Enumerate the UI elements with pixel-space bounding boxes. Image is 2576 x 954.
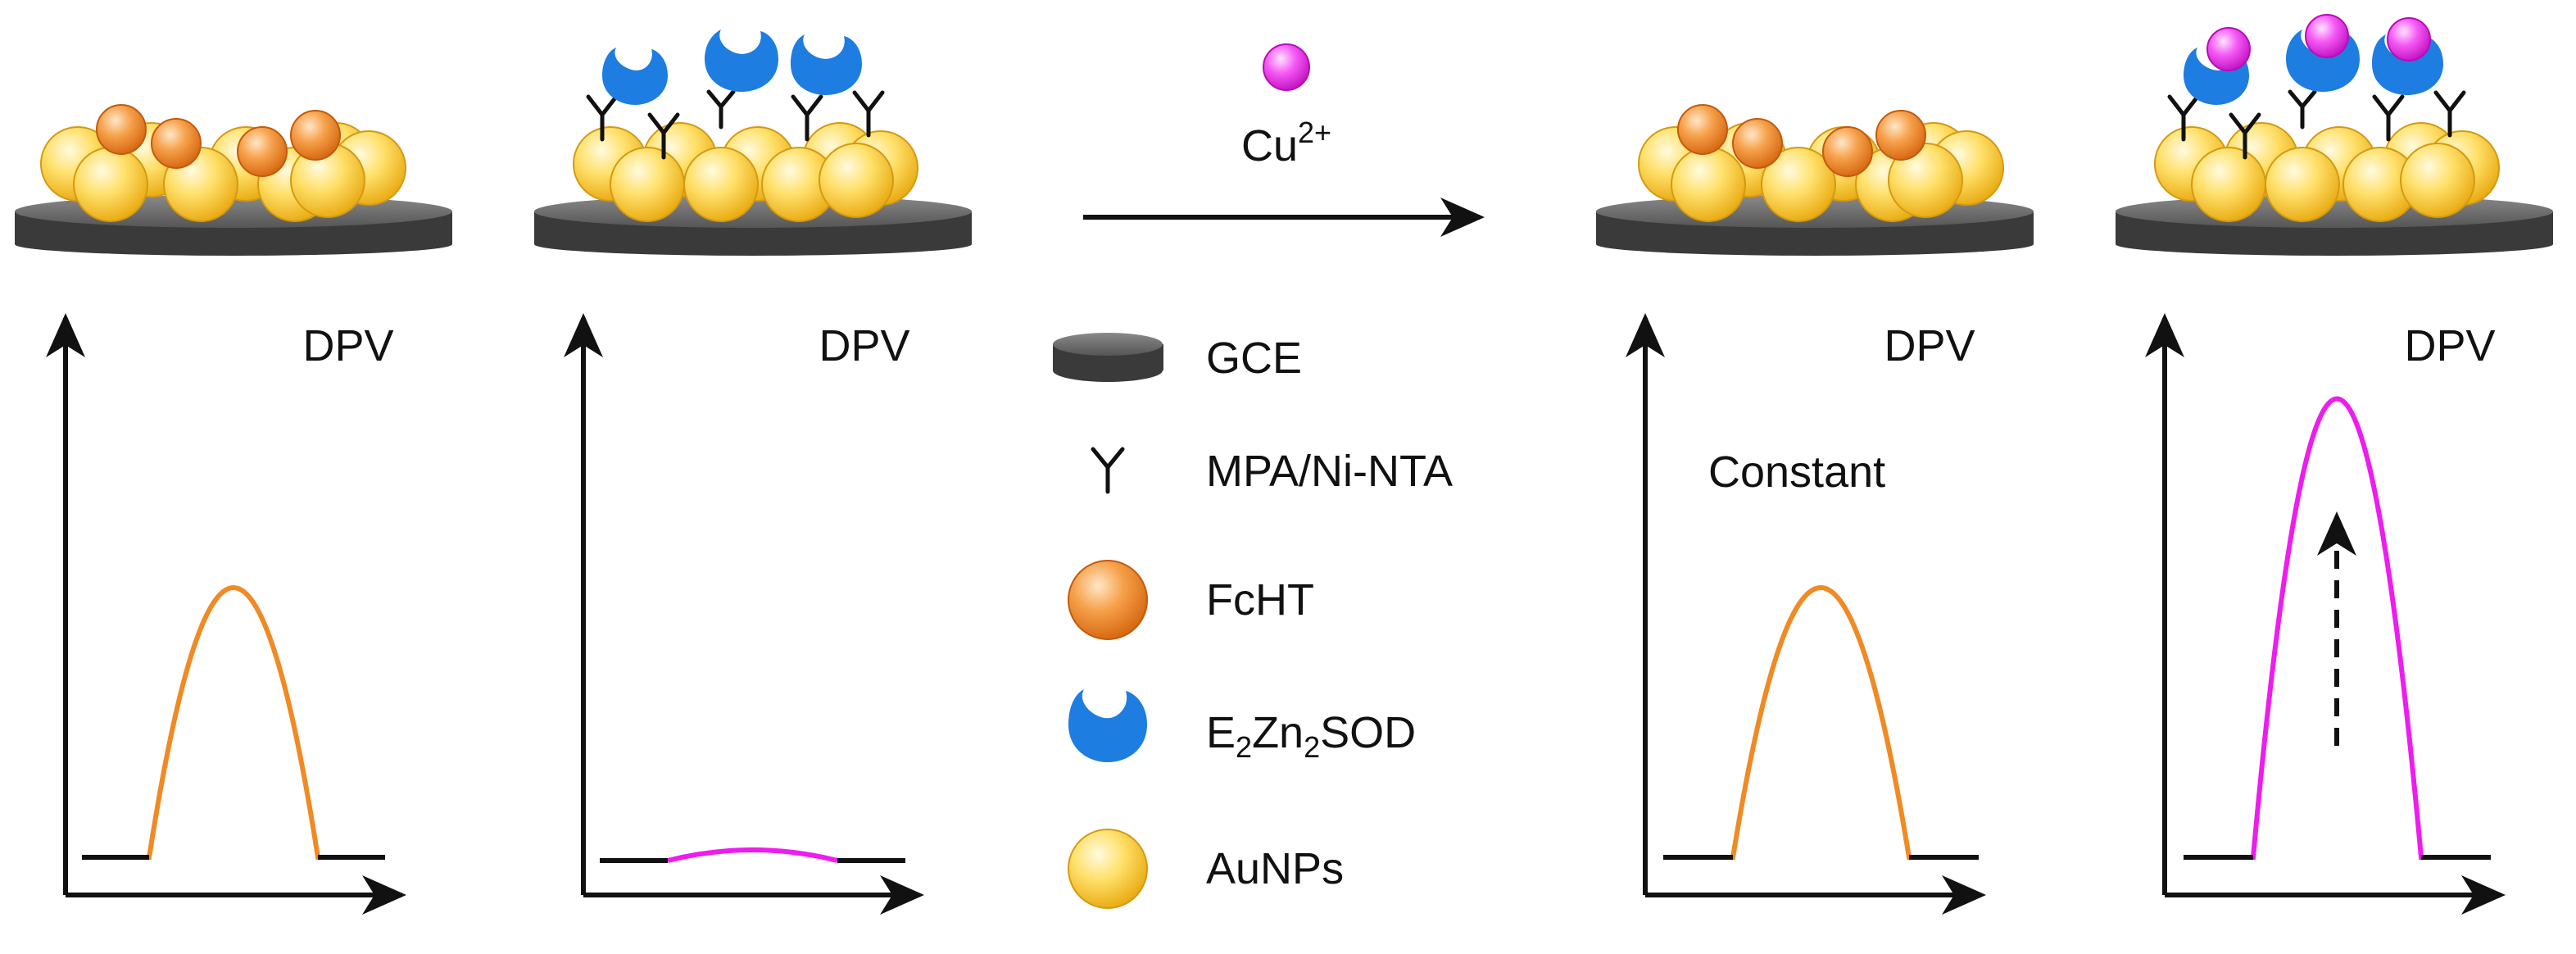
fcht-layer bbox=[1677, 104, 1926, 177]
cu-bound-layer bbox=[2206, 14, 2431, 71]
fcht-layer bbox=[96, 104, 341, 177]
cu-ion-icon bbox=[2305, 14, 2349, 58]
sod-enzyme-icon bbox=[705, 30, 778, 92]
dpv-label: DPV bbox=[302, 321, 393, 370]
electrode-fcht bbox=[15, 104, 452, 256]
sod-enzyme-icon bbox=[1068, 689, 1147, 762]
aunp-sphere-icon bbox=[1068, 829, 1148, 909]
legend-item-gce: GCE bbox=[1053, 333, 1302, 383]
constant-note: Constant bbox=[1708, 447, 1885, 497]
dpv-label: DPV bbox=[1884, 321, 1975, 370]
dpv-curve bbox=[2249, 396, 2425, 860]
legend-label: FcHT bbox=[1206, 575, 1314, 625]
legend-item-fcht: FcHT bbox=[1068, 560, 1314, 640]
mpa-linker-layer bbox=[586, 89, 885, 160]
legend-item-aunps: AuNPs bbox=[1068, 829, 1344, 909]
sod-enzyme-icon bbox=[791, 34, 862, 95]
electrode-sod bbox=[534, 30, 972, 256]
legend-item-sod: E2Zn2SOD bbox=[1068, 689, 1416, 764]
legend-item-mpa: MPA/Ni-NTA bbox=[1091, 447, 1453, 496]
dpv-plot-2: DPV bbox=[564, 313, 924, 915]
dpv-plot-1: DPV bbox=[46, 313, 406, 915]
legend-label: AuNPs bbox=[1206, 844, 1344, 893]
electrode-sod-cu bbox=[2116, 14, 2553, 256]
legend-label: GCE bbox=[1206, 334, 1302, 383]
dpv-curve bbox=[82, 585, 385, 860]
gce-disk-icon bbox=[1053, 333, 1163, 382]
aunp-layer bbox=[573, 122, 918, 222]
aunp-layer bbox=[40, 122, 406, 222]
cu-ion-icon bbox=[2387, 17, 2431, 61]
legend: GCE MPA/Ni-NTA FcHT E2Zn2SOD AuNPs bbox=[1053, 333, 1453, 909]
dpv-label: DPV bbox=[819, 321, 909, 370]
aunp-layer bbox=[2154, 122, 2500, 222]
cu-ion-icon bbox=[2206, 27, 2251, 71]
cu-ion-icon bbox=[1263, 43, 1310, 91]
legend-label: E2Zn2SOD bbox=[1206, 708, 1416, 764]
sod-enzyme-icon bbox=[602, 48, 668, 105]
dpv-plot-3: DPV Constant bbox=[1626, 313, 1986, 915]
sod-enzyme-layer bbox=[602, 30, 862, 105]
dpv-curve bbox=[1729, 585, 1913, 860]
cu-ion-label: Cu2+ bbox=[1241, 116, 1331, 170]
dpv-curve bbox=[667, 847, 838, 863]
fcht-sphere-icon bbox=[1068, 560, 1148, 640]
dpv-label: DPV bbox=[2404, 321, 2495, 370]
legend-label: MPA/Ni-NTA bbox=[1206, 447, 1453, 496]
mpa-linker-layer bbox=[2167, 89, 2466, 160]
dpv-plot-4: DPV bbox=[2145, 313, 2506, 915]
electrode-fcht-after bbox=[1596, 104, 2034, 256]
mpa-linker-icon bbox=[1091, 447, 1125, 494]
reaction-arrow-group: Cu2+ bbox=[1083, 43, 1485, 237]
